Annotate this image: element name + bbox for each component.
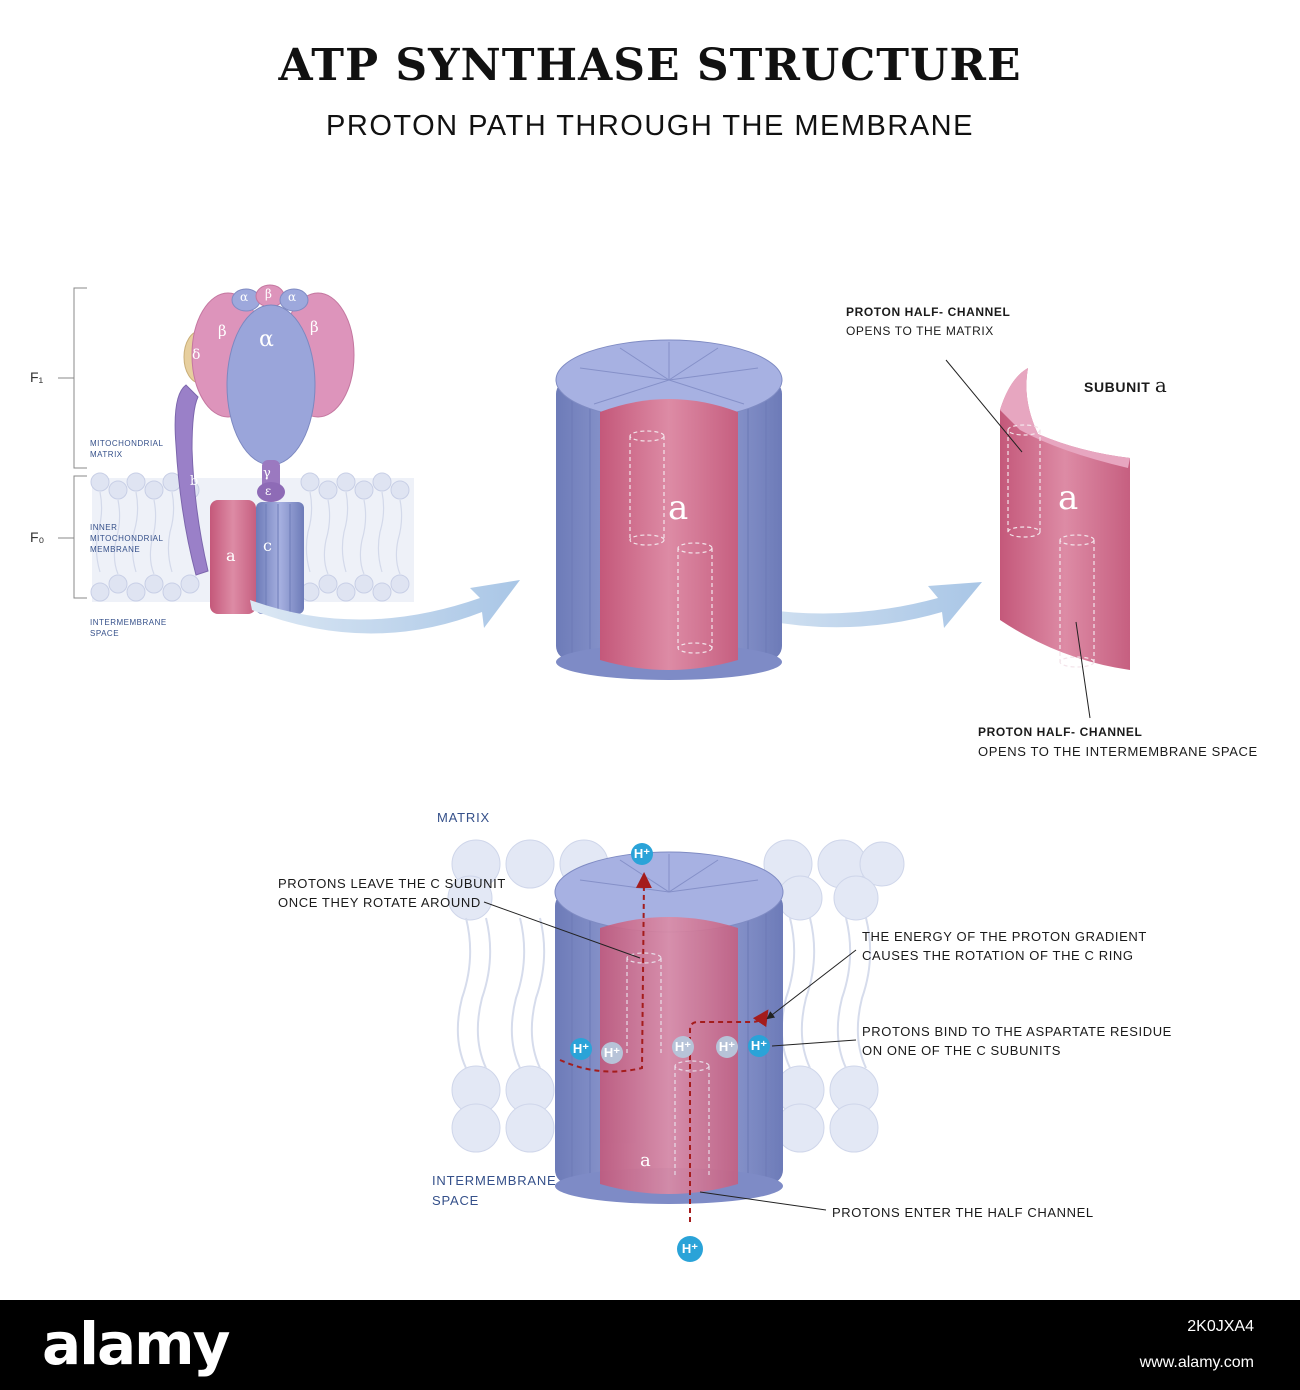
energy-line1: THE ENERGY OF THE PROTON GRADIENT (862, 929, 1147, 944)
half-channel-top-desc: OPENS TO THE MATRIX (846, 324, 994, 338)
middle-subunit-a (600, 399, 738, 670)
footer-logo: alamy (42, 1310, 230, 1378)
footer-image-id: 2K0JXA4 (1187, 1318, 1254, 1335)
alpha-small-left: α (240, 290, 249, 304)
proton-icon-bottom: H⁺ (677, 1236, 703, 1262)
subunit-word: SUBUNIT (1084, 379, 1151, 395)
diagram-canvas (58, 284, 1130, 1222)
bottom-pointers (483, 901, 857, 1211)
alpha-main: α (259, 327, 274, 352)
f1-label: F₁ (30, 369, 44, 385)
proton-icon-top: H⁺ (631, 843, 653, 865)
bottom-subunit-a (600, 917, 738, 1194)
proton-icon-faded-1: H⁺ (601, 1042, 623, 1064)
f0-label: F₀ (30, 529, 45, 545)
bind-line1: PROTONS BIND TO THE ASPARTATE RESIDUE (862, 1024, 1172, 1039)
beta-left: β (218, 322, 227, 340)
bind-line2: ON ONE OF THE C SUBUNITS (862, 1043, 1062, 1058)
protons-leave-line1: PROTONS LEAVE THE C SUBUNIT (278, 876, 506, 891)
half-channel-top-title: PROTON HALF- CHANNEL (846, 305, 1011, 319)
left-brackets (58, 287, 87, 599)
b-label-2: b (200, 466, 208, 480)
proton-path (559, 872, 769, 1222)
epsilon-label: ε (265, 484, 272, 498)
footer-bar: alamy 2K0JXA4 www.alamy.com (0, 1300, 1300, 1390)
energy-line2: CAUSES THE ROTATION OF THE C RING (862, 948, 1134, 963)
proton-icon-faded-2: H⁺ (672, 1036, 694, 1058)
a-label-left: a (226, 546, 236, 565)
proton-icon-right: H⁺ (748, 1035, 770, 1057)
mitochondrial-matrix-label: MITOCHONDRIAL MATRIX (90, 439, 164, 459)
gamma-label: γ (263, 466, 271, 481)
proton-icon-faded-3: H⁺ (716, 1036, 738, 1058)
protons-enter-label: PROTONS ENTER THE HALF CHANNEL (832, 1205, 1094, 1220)
footer-url[interactable]: www.alamy.com (1139, 1354, 1254, 1371)
page-subtitle: PROTON PATH THROUGH THE MEMBRANE (326, 110, 974, 142)
intermembrane-space-label: INTERMEMBRANE SPACE (90, 618, 167, 638)
half-channel-bottom-desc: OPENS TO THE INTERMEMBRANE SPACE (978, 744, 1258, 759)
right-pointer-bottom (1075, 621, 1091, 719)
protons-leave-line2: ONCE THEY ROTATE AROUND (278, 895, 481, 910)
subunit-letter: a (1154, 373, 1168, 397)
delta-label: δ (192, 347, 201, 363)
matrix-label: MATRIX (437, 810, 490, 825)
inner-membrane-label: INNER MITOCHONDRIAL MEMBRANE (90, 523, 164, 554)
proton-icon-left: H⁺ (570, 1038, 592, 1060)
beta-right: β (310, 318, 319, 336)
a-label-middle: a (668, 488, 689, 528)
c-label-left: c (263, 536, 272, 555)
left-atp-synthase (174, 284, 355, 614)
arrow-left-to-middle (250, 580, 520, 634)
a-label-right: a (1058, 478, 1079, 518)
half-channel-bottom-title: PROTON HALF- CHANNEL (978, 725, 1143, 739)
subunit-a-heading: SUBUNIT a (1084, 373, 1168, 397)
right-pointer-top (945, 359, 1023, 453)
beta-small: β (265, 287, 272, 301)
alpha-small-right: α (288, 290, 297, 304)
a-label-bottom: a (640, 1150, 651, 1171)
page-title: ATP SYNTHASE STRUCTURE (278, 40, 1022, 91)
intermembrane-label: INTERMEMBRANE SPACE (432, 1173, 557, 1208)
b-label-1: b (190, 474, 199, 489)
right-subunit-a (1000, 368, 1130, 670)
bottom-membrane (447, 839, 905, 1153)
